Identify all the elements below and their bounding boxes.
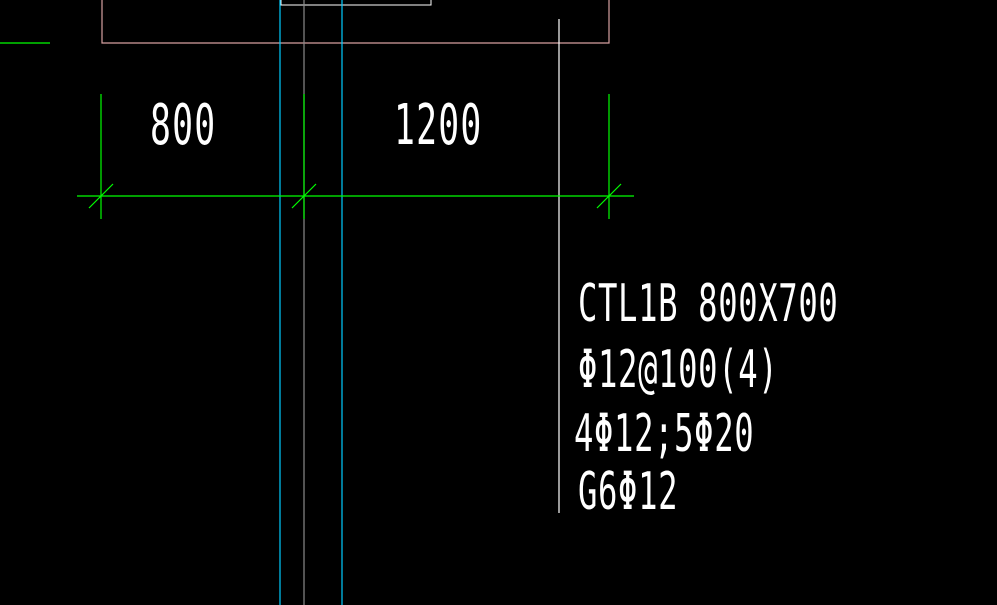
foundation-outline xyxy=(101,0,610,44)
beam-annotation-line-4: G6Φ12 xyxy=(578,462,679,522)
tick-mark-left xyxy=(88,183,114,209)
top-rectangle-fragment xyxy=(280,0,432,6)
beam-annotation-line-3: 4Φ12;5Φ20 xyxy=(574,404,755,464)
tick-mark-middle xyxy=(291,183,317,209)
beam-annotation-line-1: CTL1B 800X700 xyxy=(578,274,839,334)
beam-annotation-line-2: Φ12@100(4) xyxy=(578,340,779,400)
dimension-text-right: 1200 xyxy=(394,93,483,158)
dimension-text-left: 800 xyxy=(150,93,217,158)
tick-mark-right xyxy=(596,183,622,209)
